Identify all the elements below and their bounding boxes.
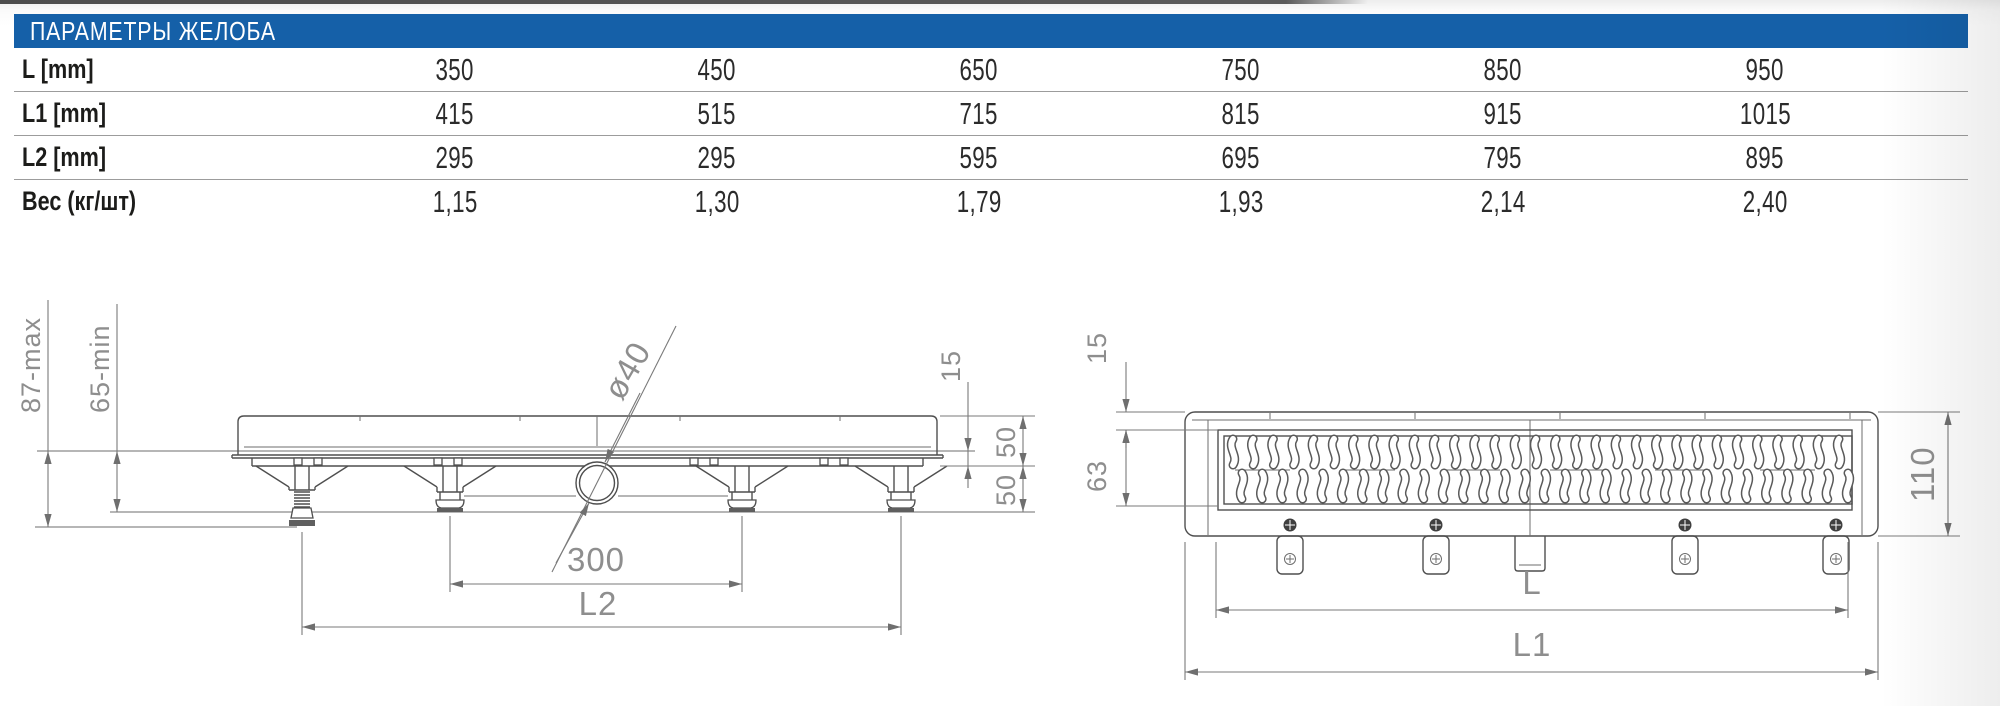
dim-outlet-span: 300 bbox=[567, 541, 625, 578]
dim-rim-offset: 15 bbox=[1082, 332, 1112, 364]
support-leg bbox=[403, 465, 497, 512]
dim-support-span: L2 bbox=[579, 585, 618, 622]
dim-total-length: L1 bbox=[1513, 626, 1552, 663]
cell-value: 850 bbox=[1483, 51, 1523, 87]
cell-value: 1015 bbox=[1739, 95, 1791, 131]
dim-channel-length: L bbox=[1522, 564, 1541, 601]
cell-value: 715 bbox=[959, 95, 999, 131]
row-label: L1 [mm] bbox=[22, 98, 107, 128]
cell-value: 815 bbox=[1221, 95, 1261, 131]
row-label: Вес (кг/шт) bbox=[22, 186, 137, 216]
table-row-L1: L1 [mm] 415 515 715 815 915 1015 bbox=[14, 91, 1968, 135]
outlet-tab bbox=[1514, 536, 1546, 572]
dim-rim-offset: 15 bbox=[936, 350, 966, 382]
cell-value: 1,15 bbox=[432, 183, 478, 219]
dim-drain-diameter: ø40 bbox=[596, 335, 658, 405]
dim-depth-upper: 50 bbox=[991, 426, 1021, 458]
parameters-table: ПАРАМЕТРЫ ЖЕЛОБА L [mm] 350 450 650 750 … bbox=[14, 14, 1968, 223]
table-row-L2: L2 [mm] 295 295 595 695 795 895 bbox=[14, 135, 1968, 179]
table-title: ПАРАМЕТРЫ ЖЕЛОБА bbox=[30, 16, 276, 46]
cell-value: 595 bbox=[959, 139, 999, 175]
cell-value: 350 bbox=[435, 51, 475, 87]
dim-install-height-max: 87-max bbox=[16, 317, 46, 413]
table-row-weight: Вес (кг/шт) 1,15 1,30 1,79 1,93 2,14 2,4… bbox=[14, 179, 1968, 223]
cell-value: 795 bbox=[1483, 139, 1523, 175]
support-leg bbox=[854, 465, 948, 512]
cell-value: 295 bbox=[435, 139, 475, 175]
cell-value: 450 bbox=[697, 51, 737, 87]
support-leg bbox=[695, 465, 789, 512]
cell-value: 650 bbox=[959, 51, 999, 87]
mounting-clips bbox=[1276, 518, 1850, 575]
cell-value: 2,14 bbox=[1480, 183, 1526, 219]
adjustable-leg bbox=[255, 465, 349, 526]
cell-value: 915 bbox=[1483, 95, 1523, 131]
channel-body-profile bbox=[231, 415, 944, 497]
table-row-L: L [mm] 350 450 650 750 850 950 bbox=[14, 48, 1968, 91]
table-title-bar: ПАРАМЕТРЫ ЖЕЛОБА bbox=[14, 14, 1968, 48]
dim-channel-width: 110 bbox=[1904, 446, 1941, 502]
row-label: L2 [mm] bbox=[22, 142, 107, 172]
dimension-lines bbox=[1116, 362, 1960, 680]
cell-value: 750 bbox=[1221, 51, 1261, 87]
cell-value: 695 bbox=[1221, 139, 1261, 175]
reference-lines bbox=[35, 450, 1035, 528]
cell-value: 415 bbox=[435, 95, 475, 131]
page-top-border bbox=[0, 0, 1368, 4]
cell-value: 515 bbox=[697, 95, 737, 131]
grate-slot-pattern bbox=[1226, 434, 1855, 504]
drawing-top-view: 15 63 110 L L1 bbox=[1082, 332, 1960, 680]
channel-frame bbox=[1184, 411, 1879, 537]
dim-install-height-min: 65-min bbox=[85, 324, 115, 413]
cell-value: 895 bbox=[1745, 139, 1785, 175]
cell-value: 295 bbox=[697, 139, 737, 175]
cell-value: 1,79 bbox=[956, 183, 1002, 219]
cell-value: 950 bbox=[1745, 51, 1785, 87]
row-label: L [mm] bbox=[22, 54, 94, 84]
dim-depth-lower: 50 bbox=[991, 474, 1021, 506]
dimension-lines bbox=[44, 300, 1035, 635]
dim-grate-width: 63 bbox=[1082, 460, 1112, 492]
cell-value: 2,40 bbox=[1742, 183, 1788, 219]
drawing-side-view: 87-max 65-min ø40 15 50 50 300 L2 bbox=[16, 300, 1035, 635]
cell-value: 1,93 bbox=[1218, 183, 1264, 219]
cell-value: 1,30 bbox=[694, 183, 740, 219]
